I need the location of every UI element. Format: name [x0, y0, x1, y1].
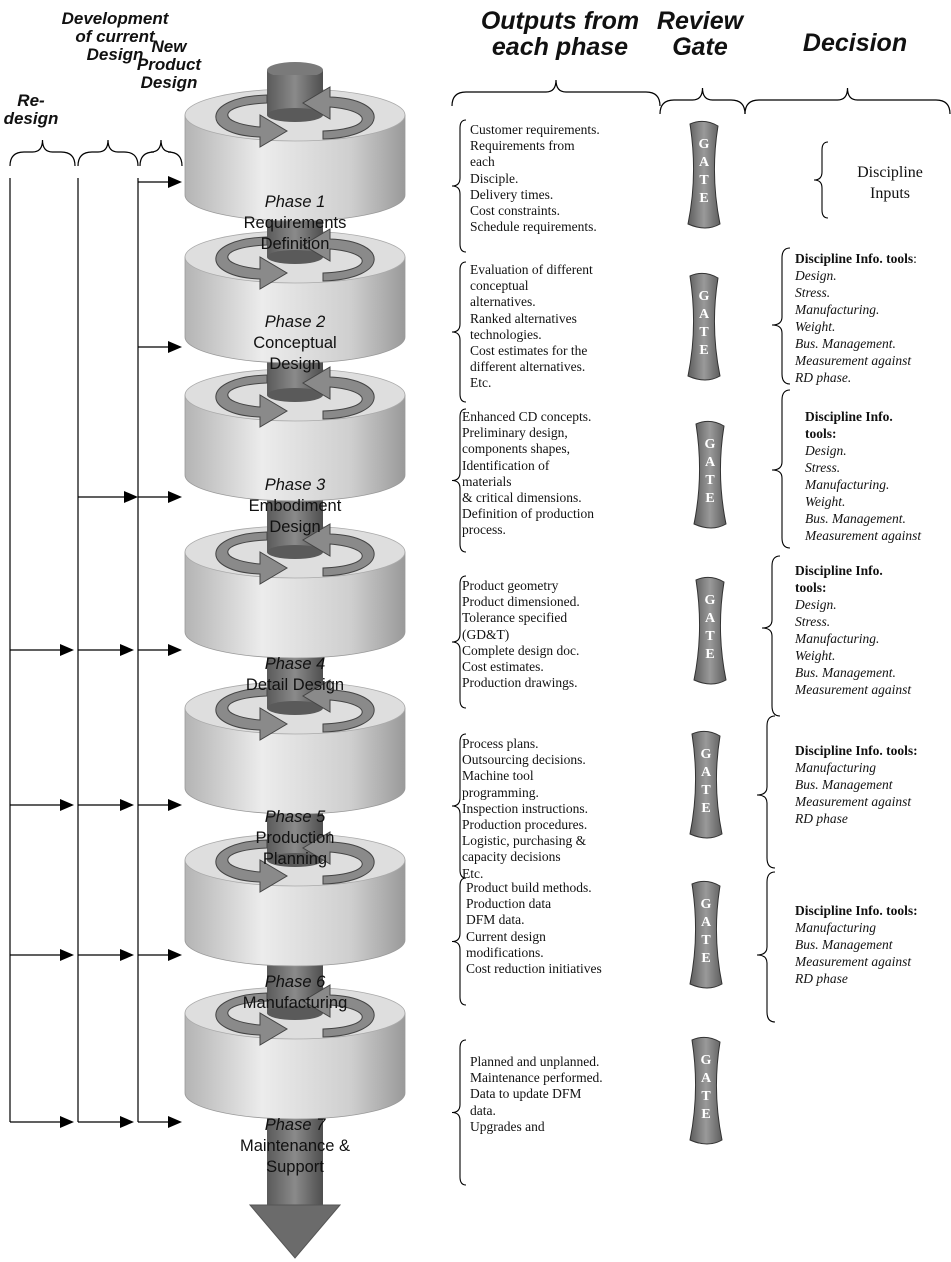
arrow-dev-6-head — [120, 949, 134, 961]
arrow-new-7-head — [168, 1116, 182, 1128]
arrow-dev-5-head — [120, 799, 134, 811]
arrow-new-6-head — [168, 949, 182, 961]
arrow-new-to-phase-3-head — [168, 491, 182, 503]
outputs-brace — [452, 80, 660, 106]
outputs-brace-2 — [452, 262, 466, 402]
decision-5: Discipline Info. tools: Manufacturing Bu… — [795, 742, 918, 827]
phase-5-outputs: Process plans.Outsourcing decisions.Mach… — [462, 736, 588, 882]
down-arrow — [250, 1205, 340, 1258]
decision-header: Decision — [790, 30, 920, 56]
arrow-redesign-4-head — [60, 644, 74, 656]
development-brace — [78, 140, 138, 166]
decision-4: Discipline Info. tools: Design. Stress. … — [795, 562, 911, 698]
new-product-header: New Product Design — [128, 38, 210, 92]
arrow-dev-to-new-3-head — [124, 491, 138, 503]
arrow-dev-7-head — [120, 1116, 134, 1128]
arrow-dev-4-head — [120, 644, 134, 656]
outputs-brace-1 — [452, 120, 466, 252]
decision-brace-4 — [762, 556, 780, 716]
decision-1: Discipline Inputs — [830, 162, 950, 204]
review-gate-header: Review Gate — [650, 8, 750, 61]
outputs-brace-6 — [452, 878, 466, 1005]
gate-brace — [660, 88, 745, 114]
decision-brace-3 — [772, 390, 790, 548]
redesign-brace — [10, 140, 75, 166]
phase-3-outputs: Enhanced CD concepts.Preliminary design,… — [462, 409, 594, 539]
arrow-new-to-phase-1-head — [168, 176, 182, 188]
redesign-header: Re- design — [0, 92, 62, 128]
new-product-brace — [140, 140, 182, 166]
decision-brace-2 — [772, 248, 790, 384]
decision-2: Discipline Info. tools: Design. Stress. … — [795, 250, 917, 386]
arrow-new-to-phase-2-head — [168, 341, 182, 353]
phase-3-label: Phase 3 Embodiment Design — [225, 475, 365, 538]
outputs-brace-7 — [452, 1040, 466, 1185]
arrow-new-5-head — [168, 799, 182, 811]
arrow-redesign-7-head — [60, 1116, 74, 1128]
decision-brace — [745, 88, 950, 114]
arrow-redesign-6-head — [60, 949, 74, 961]
phase-7-outputs: Planned and unplanned.Maintenance perfor… — [470, 1054, 603, 1135]
phase-6-label: Phase 6 Manufacturing — [225, 972, 365, 1014]
outputs-header: Outputs from each phase — [470, 8, 650, 61]
phase-5-label: Phase 5 Production Planning — [225, 807, 365, 870]
decision-brace-5 — [757, 716, 775, 868]
phase-2-label: Phase 2 Conceptual Design — [225, 312, 365, 375]
decision-3: Discipline Info. tools: Design. Stress. … — [805, 408, 921, 544]
phase-4-outputs: Product geometryProduct dimensioned.Tole… — [462, 578, 580, 691]
phase-1-label: Phase 1 Requirements Definition — [225, 192, 365, 255]
decision-brace-1 — [814, 142, 828, 218]
phase-4-label: Phase 4 Detail Design — [225, 654, 365, 696]
decision-6: Discipline Info. tools: Manufacturing Bu… — [795, 902, 918, 987]
phase-7-label: Phase 7 Maintenance & Support — [225, 1115, 365, 1178]
decision-brace-6 — [757, 872, 775, 1022]
arrow-redesign-5-head — [60, 799, 74, 811]
arrow-new-4-head — [168, 644, 182, 656]
